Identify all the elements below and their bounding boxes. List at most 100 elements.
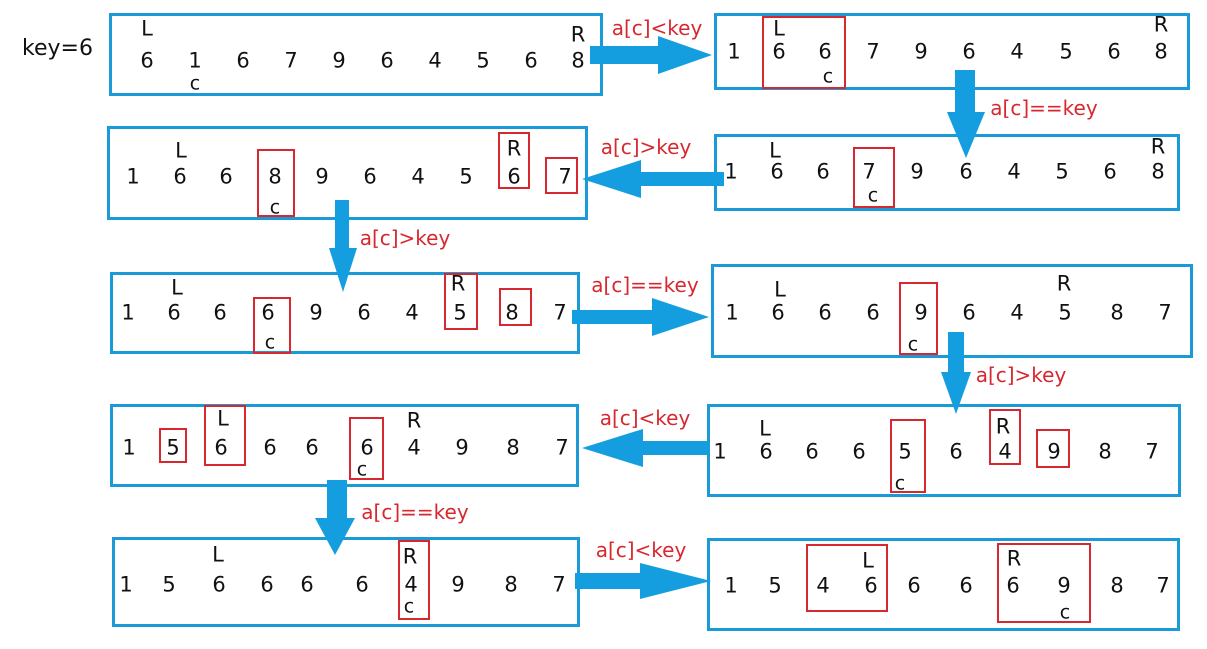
- array-number: 9: [910, 159, 924, 184]
- array-number: 1: [122, 435, 136, 460]
- right-pointer-label: R: [1006, 546, 1022, 571]
- array-number: 8: [505, 300, 519, 325]
- highlight-box: [890, 419, 926, 493]
- array-number: 5: [162, 572, 176, 597]
- array-number: 6: [962, 39, 976, 64]
- key-label: key=6: [22, 36, 93, 61]
- array-number: 8: [506, 435, 520, 460]
- arrow-left: [582, 429, 708, 467]
- array-number: 8: [504, 572, 518, 597]
- array-number: 4: [816, 573, 830, 598]
- arrow-down: [315, 480, 355, 555]
- array-number: 4: [407, 435, 421, 460]
- array-number: 8: [1151, 159, 1165, 184]
- array-number: 9: [315, 164, 329, 189]
- array-number: 5: [166, 435, 180, 460]
- left-pointer-label: L: [212, 542, 224, 567]
- array-number: 6: [380, 48, 394, 73]
- array-number: 4: [1007, 159, 1021, 184]
- array-number: 8: [1154, 39, 1168, 64]
- array-number: 9: [1057, 573, 1071, 598]
- condition-label: a[c]==key: [361, 500, 469, 524]
- condition-label: a[c]<key: [595, 538, 687, 562]
- array-number: 6: [355, 572, 369, 597]
- highlight-box: [899, 282, 938, 355]
- highlight-box: [806, 544, 888, 612]
- highlight-box: [498, 132, 530, 189]
- current-pointer-label: c: [269, 196, 281, 219]
- current-pointer-label: c: [822, 65, 834, 88]
- left-pointer-label: L: [769, 138, 781, 163]
- arrow-right: [575, 563, 711, 599]
- array-number: 7: [558, 164, 572, 189]
- array-number: 1: [188, 48, 202, 73]
- array-number: 6: [305, 435, 319, 460]
- arrow-down: [947, 70, 985, 158]
- highlight-box: [762, 16, 846, 89]
- array-number: 4: [998, 439, 1012, 464]
- array-number: 6: [236, 48, 250, 73]
- array-number: 6: [219, 164, 233, 189]
- arrow-right: [572, 298, 709, 336]
- right-pointer-label: R: [506, 136, 522, 161]
- array-number: 6: [261, 300, 275, 325]
- right-pointer-label: R: [570, 22, 586, 47]
- array-number: 5: [453, 300, 467, 325]
- array-number: 8: [1110, 300, 1124, 325]
- array-number: 6: [524, 48, 538, 73]
- array-number: 6: [864, 573, 878, 598]
- array-number: 4: [405, 300, 419, 325]
- array-number: 7: [284, 48, 298, 73]
- condition-label: a[c]>key: [600, 135, 692, 159]
- current-pointer-label: c: [1059, 601, 1071, 624]
- array-number: 6: [507, 164, 521, 189]
- array-number: 6: [852, 439, 866, 464]
- array-number: 8: [268, 164, 282, 189]
- array-number: 1: [713, 439, 727, 464]
- array-number: 8: [1098, 439, 1112, 464]
- array-number: 6: [140, 48, 154, 73]
- array-number: 6: [214, 435, 228, 460]
- current-pointer-label: c: [403, 595, 415, 618]
- array-number: 9: [455, 435, 469, 460]
- condition-label: a[c]>key: [359, 226, 451, 250]
- condition-label: a[c]<key: [611, 16, 703, 40]
- right-pointer-label: R: [450, 271, 466, 296]
- array-number: 5: [768, 573, 782, 598]
- array-number: 6: [1006, 573, 1020, 598]
- highlight-box: [253, 297, 291, 354]
- array-number: 6: [173, 164, 187, 189]
- left-pointer-label: L: [141, 16, 153, 41]
- condition-label: a[c]==key: [591, 273, 699, 297]
- array-number: 6: [816, 159, 830, 184]
- array-number: 4: [404, 572, 418, 597]
- array-number: 9: [1047, 439, 1061, 464]
- highlight-box: [853, 147, 895, 208]
- array-number: 5: [476, 48, 490, 73]
- array-number: 1: [121, 300, 135, 325]
- array-number: 6: [363, 164, 377, 189]
- array-number: 1: [727, 39, 741, 64]
- highlight-box: [444, 273, 478, 330]
- array-number: 7: [1158, 300, 1172, 325]
- current-pointer-label: c: [189, 72, 201, 95]
- array-number: 6: [1103, 159, 1117, 184]
- array-number: 6: [213, 300, 227, 325]
- right-pointer-label: R: [1056, 271, 1072, 296]
- array-number: 7: [1156, 573, 1170, 598]
- array-number: 6: [907, 573, 921, 598]
- step-panel: [714, 13, 1190, 90]
- highlight-box: [349, 417, 384, 480]
- array-number: 6: [263, 435, 277, 460]
- array-number: 6: [772, 39, 786, 64]
- array-number: 7: [553, 300, 567, 325]
- left-pointer-label: L: [862, 548, 874, 573]
- condition-label: a[c]<key: [599, 406, 691, 430]
- array-number: 6: [300, 572, 314, 597]
- array-number: 5: [459, 164, 473, 189]
- arrow-down: [329, 200, 357, 292]
- array-number: 6: [818, 300, 832, 325]
- current-pointer-label: c: [867, 184, 879, 207]
- right-pointer-label: R: [406, 408, 422, 433]
